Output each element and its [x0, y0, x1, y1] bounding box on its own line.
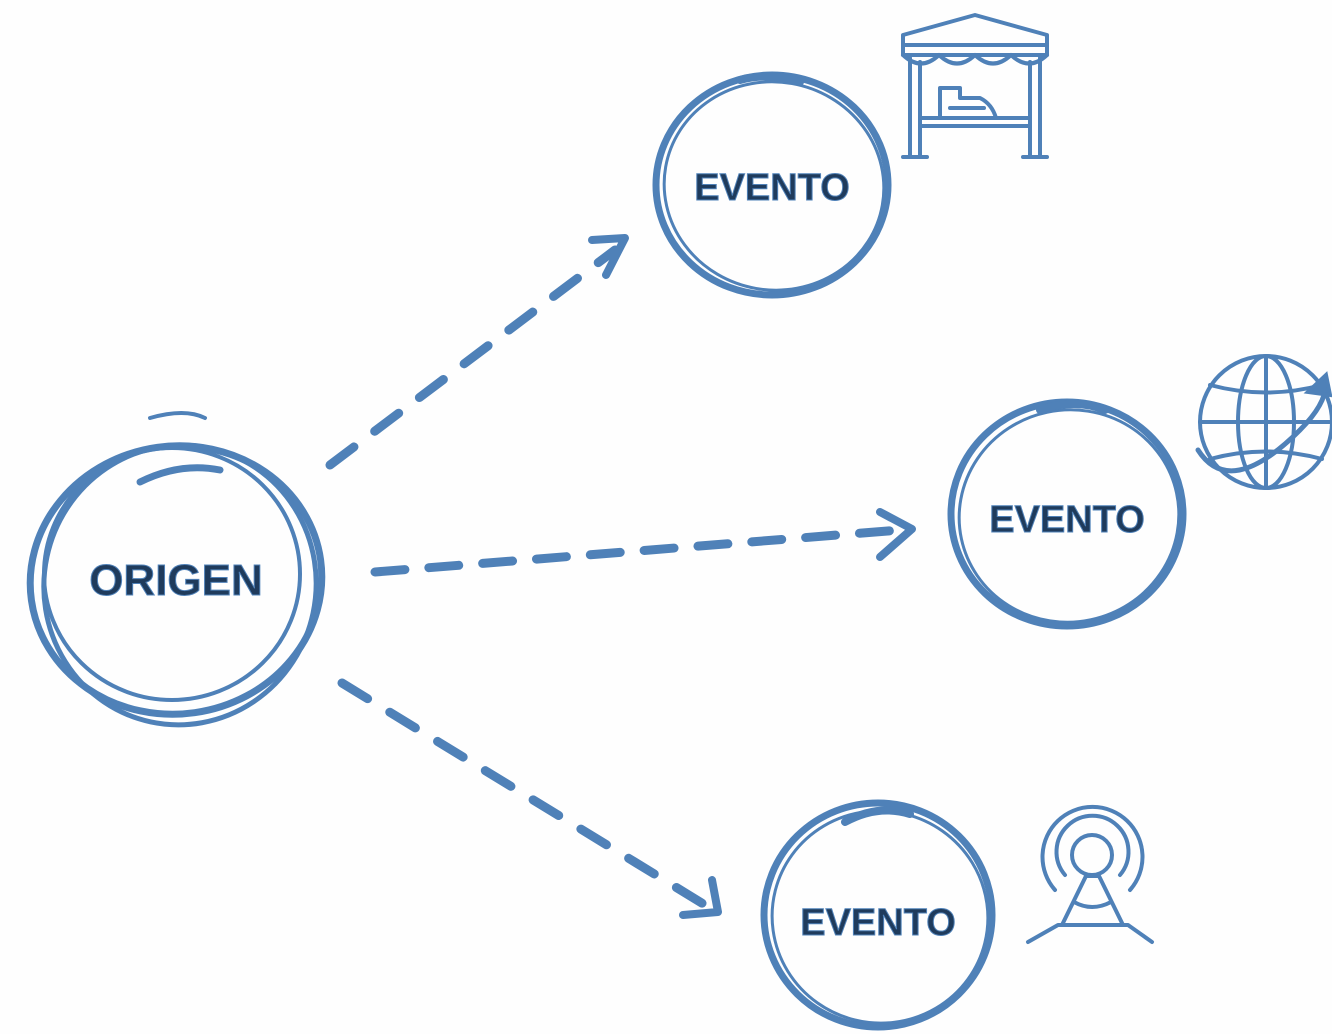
event-3-label: EVENTO [800, 902, 956, 944]
origin-label: ORIGEN [89, 556, 263, 605]
market-stall-icon [901, 13, 1049, 159]
radio-tower-icon [1026, 805, 1154, 944]
arrow-to-event-1 [325, 234, 629, 470]
arrow-to-event-2 [370, 508, 916, 577]
arrow-to-event-3 [337, 678, 722, 919]
event-node-2: EVENTO [947, 398, 1187, 630]
event-node-1: EVENTO [652, 71, 892, 299]
event-node-3: EVENTO [760, 799, 996, 1031]
event-2-label: EVENTO [989, 499, 1145, 541]
globe-icon [1195, 354, 1332, 490]
event-1-label: EVENTO [694, 167, 850, 209]
origin-node: ORIGEN [26, 411, 326, 728]
